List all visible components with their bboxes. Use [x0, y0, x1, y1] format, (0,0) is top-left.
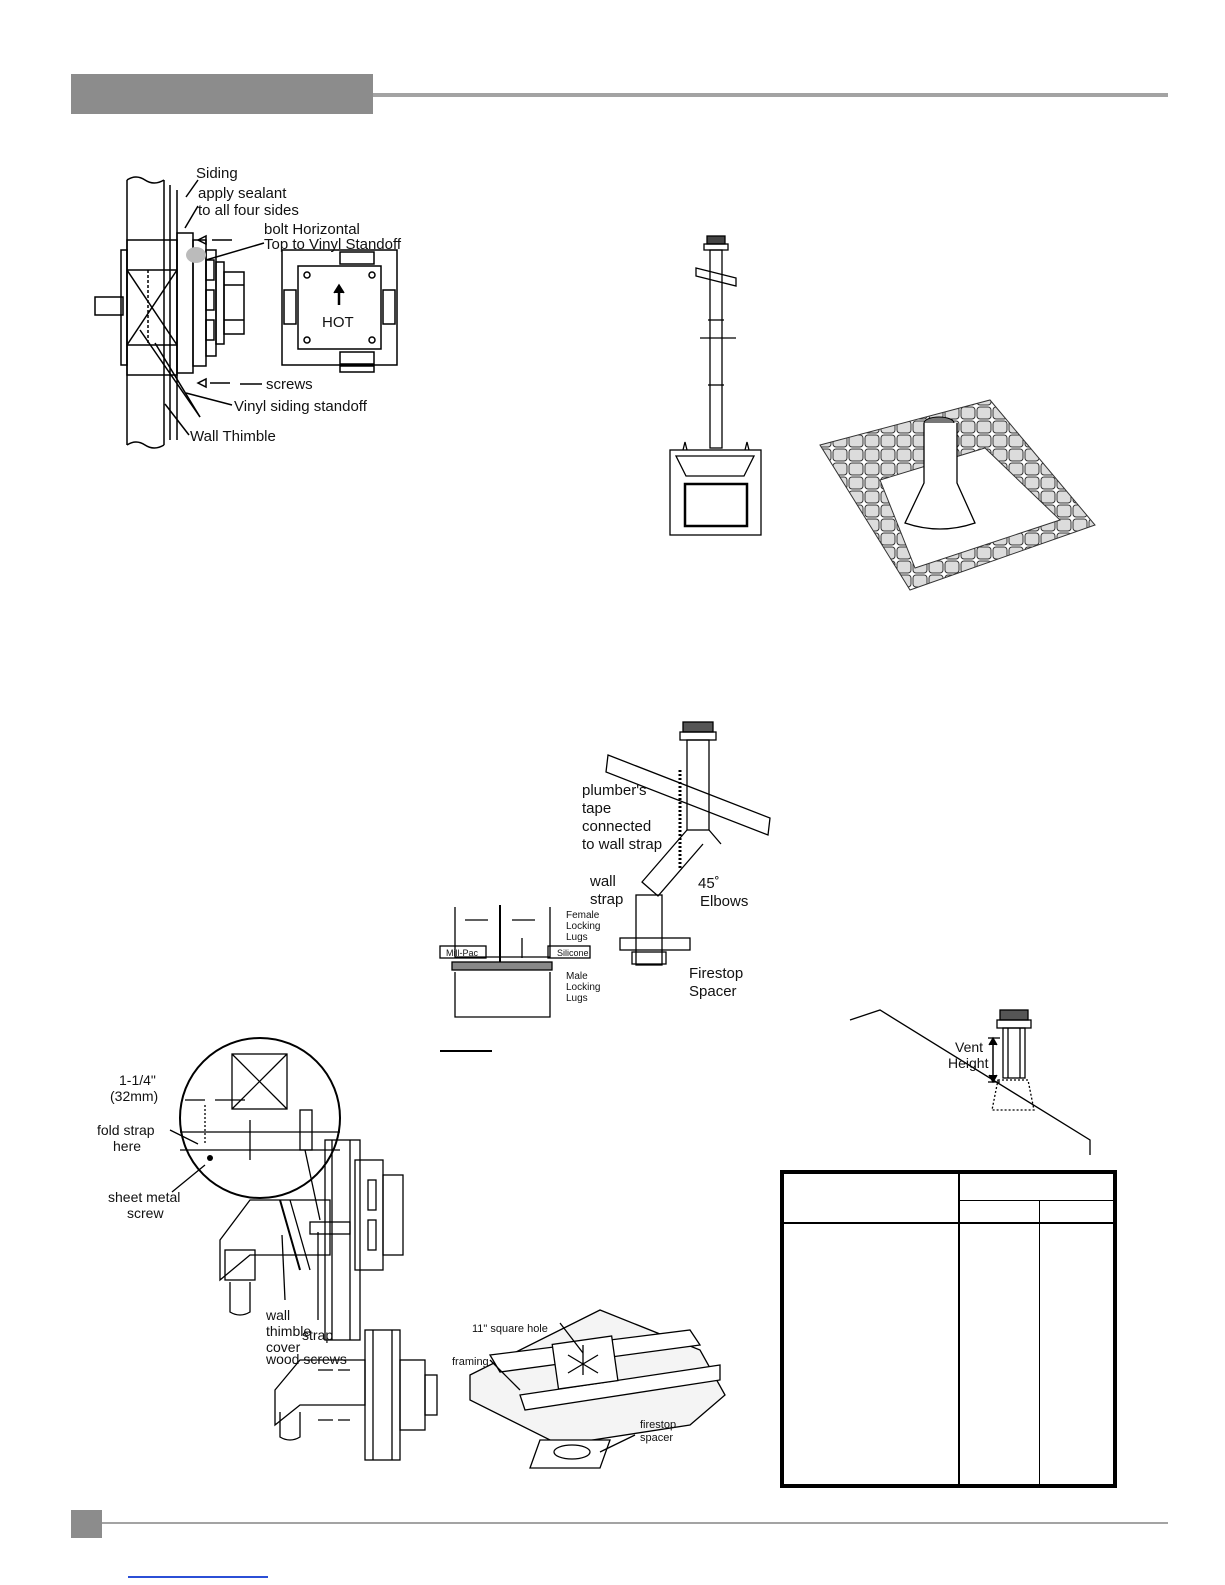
label-female-lugs-2: Locking [566, 921, 600, 932]
label-45-elbows-2: Elbows [700, 893, 748, 910]
label-firestop-spacer-2: Spacer [689, 983, 737, 1000]
label-male-lugs-3: Lugs [566, 993, 588, 1004]
label-wall-thimble-cover-3: cover [266, 1339, 301, 1355]
label-firestop: firestop [640, 1419, 676, 1431]
label-firestop-spacer: Firestop [689, 965, 743, 982]
label-square-hole: 11" square hole [472, 1323, 548, 1335]
vent-height-table [780, 1170, 1117, 1488]
label-vent-height: Vent [955, 1039, 983, 1055]
label-plumbers-tape-3: connected [582, 818, 651, 835]
label-mill-pac: Mill-Pac [446, 948, 479, 958]
label-sheet-metal-screw: sheet metal [108, 1189, 180, 1205]
label-fold-strap-2: here [113, 1138, 141, 1154]
label-bolt: bolt Horizontal [264, 221, 360, 238]
label-fold-strap: fold strap [97, 1122, 155, 1138]
caption-underline [440, 1050, 492, 1052]
label-wood-screws: wood screws [265, 1351, 347, 1367]
footer-rule [102, 1522, 1168, 1524]
label-wall-strap-2: strap [590, 891, 623, 908]
label-wall-thimble-cover-2: thimble [266, 1323, 311, 1339]
label-firestop-2: spacer [640, 1432, 673, 1444]
label-male-lugs-2: Locking [566, 982, 600, 993]
label-plumbers-tape-2: tape [582, 800, 611, 817]
label-screws: screws [266, 376, 313, 393]
label-dimension-2: (32mm) [110, 1088, 158, 1104]
label-male-lugs: Male [566, 971, 588, 982]
label-wall-thimble: Wall Thimble [190, 428, 276, 445]
label-framing: framing [452, 1356, 489, 1368]
label-plumbers-tape-4: to wall strap [582, 836, 662, 853]
label-sheet-metal-screw-2: screw [127, 1205, 164, 1221]
label-female-lugs: Female [566, 910, 600, 921]
label-silicone: Silicone [557, 948, 589, 958]
label-wall-thimble-cover: wall [265, 1307, 290, 1323]
label-vent-height-2: Height [948, 1055, 989, 1071]
section-header-rule [373, 93, 1168, 97]
label-apply-sealant-2: to all four sides [198, 202, 299, 219]
label-dimension: 1-1/4" [119, 1072, 156, 1088]
label-45-elbows: 45˚ [698, 875, 720, 892]
page-number-box [71, 1510, 102, 1538]
label-hot: HOT [322, 314, 354, 331]
footer-link-underline[interactable] [128, 1576, 268, 1578]
label-strap: strap [302, 1327, 333, 1343]
label-bolt-2: Top to Vinyl Standoff [264, 236, 402, 253]
label-plumbers-tape: plumber's [582, 782, 647, 799]
label-siding: Siding [196, 165, 238, 182]
label-vinyl-standoff: Vinyl siding standoff [234, 398, 368, 415]
section-header-box [71, 74, 373, 114]
label-wall-strap: wall [589, 873, 616, 890]
label-female-lugs-3: Lugs [566, 932, 588, 943]
label-apply-sealant: apply sealant [198, 185, 287, 202]
